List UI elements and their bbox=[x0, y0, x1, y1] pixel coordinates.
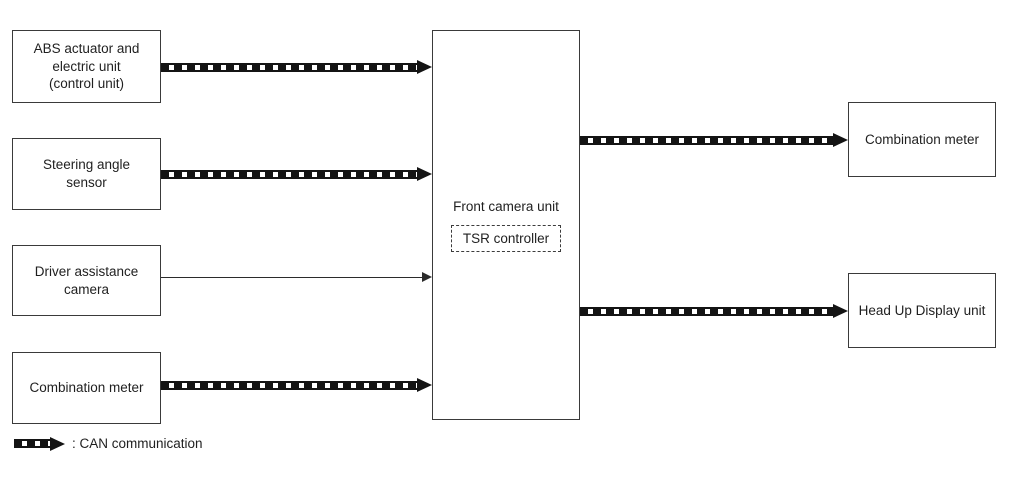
can-arrow-steering-to-front-camera-unit bbox=[161, 167, 432, 181]
can-arrow-combination-meter-to-front-camera-unit bbox=[161, 378, 432, 392]
can-arrow-front-camera-unit-to-combination-meter bbox=[580, 133, 848, 147]
can-dashed-line bbox=[161, 169, 417, 179]
node-head-up-display-unit: Head Up Display unit bbox=[848, 273, 996, 348]
node-combination-meter-right-label: Combination meter bbox=[864, 131, 980, 147]
node-front-camera-unit-label: Front camera unit bbox=[453, 198, 559, 214]
can-dashed-line bbox=[580, 306, 833, 316]
can-dashed-line bbox=[161, 380, 417, 390]
legend: : CAN communication bbox=[14, 436, 203, 451]
plain-line bbox=[161, 276, 422, 278]
node-steering-angle-sensor: Steering angle sensor bbox=[12, 138, 161, 210]
can-dashed-line bbox=[14, 439, 50, 448]
node-abs-actuator: ABS actuator and electric unit (control … bbox=[12, 30, 161, 103]
can-dashed-line bbox=[161, 62, 417, 72]
node-head-up-display-unit-label: Head Up Display unit bbox=[858, 302, 986, 318]
node-combination-meter-right: Combination meter bbox=[848, 102, 996, 177]
legend-label: : CAN communication bbox=[72, 436, 203, 451]
can-arrow-front-camera-unit-to-head-up-display bbox=[580, 304, 848, 318]
arrowhead-icon bbox=[417, 60, 432, 74]
can-arrow-legend-sample bbox=[14, 436, 65, 451]
arrowhead-icon bbox=[422, 272, 432, 282]
node-tsr-controller: TSR controller bbox=[450, 224, 562, 253]
arrowhead-icon bbox=[417, 167, 432, 181]
node-front-camera-unit: Front camera unit TSR controller bbox=[432, 30, 580, 420]
node-driver-assistance-camera: Driver assistance camera bbox=[12, 245, 161, 316]
node-driver-assistance-camera-label: Driver assistance camera bbox=[34, 263, 139, 297]
can-dashed-line bbox=[580, 135, 833, 145]
node-abs-actuator-label: ABS actuator and electric unit (control … bbox=[33, 41, 140, 92]
node-combination-meter-left: Combination meter bbox=[12, 352, 161, 424]
node-steering-angle-sensor-label: Steering angle sensor bbox=[42, 157, 131, 190]
node-combination-meter-left-label: Combination meter bbox=[29, 380, 144, 396]
can-arrow-abs-to-front-camera-unit bbox=[161, 60, 432, 74]
arrowhead-icon bbox=[833, 133, 848, 147]
direct-arrow-driver-camera-to-front-camera-unit bbox=[161, 270, 432, 284]
arrowhead-icon bbox=[417, 378, 432, 392]
arrowhead-icon bbox=[833, 304, 848, 318]
arrowhead-icon bbox=[50, 436, 65, 451]
